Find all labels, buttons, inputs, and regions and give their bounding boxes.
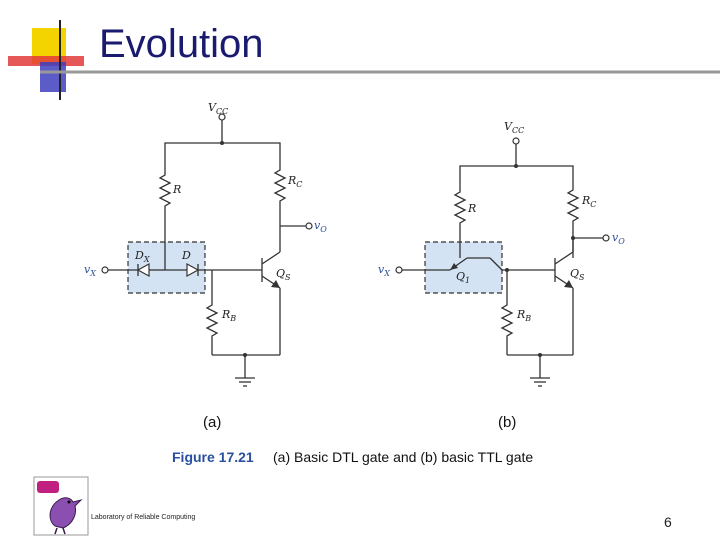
dtl-q-label: QS [276,267,291,282]
figure-caption: (a) Basic DTL gate and (b) basic TTL gat… [273,449,533,465]
ttl-vx-label: vX [378,263,390,278]
dtl-transistor-q [261,226,281,355]
slide-title: Evolution [99,22,264,66]
page-number: 6 [664,514,672,530]
dtl-d1-label: D [181,249,191,262]
ttl-transistor-q1 [449,240,503,271]
dtl-rc-label: RC [287,174,302,189]
dtl-vx-label: vX [84,263,96,278]
ttl-q1-box [424,241,503,294]
ttl-top-junction [514,164,518,168]
dtl-resistor-r [158,165,172,217]
ttl-r-label: R [467,202,476,215]
ttl-ground-icon [530,377,550,387]
dtl-dx-label: DX [134,249,150,264]
dtl-input-terminal [101,266,109,274]
ttl-top-rail [459,165,574,187]
ttl-output-terminal [602,234,610,242]
figure-number: Figure 17.21 [172,449,254,465]
dtl-vo-label: vO [314,219,327,234]
ttl-vcc-label: VCC [504,120,524,135]
ttl-rc-label: RC [581,194,596,209]
dtl-top-junction [220,141,224,145]
footer-lab-name: Laboratory of Reliable Computing [91,514,196,521]
ttl-resistor-rb [500,300,514,355]
dtl-circuit: VCC R RC vO vX DX D [84,101,327,387]
ttl-input-terminal [395,266,403,274]
deco-blue-square [40,62,66,92]
ttl-q-label: QS [570,267,585,282]
deco-red-bar [8,56,84,66]
sublabel-b: (b) [498,414,516,431]
dtl-output-terminal [305,222,313,230]
dtl-diode-dx [136,262,165,278]
title-decoration [8,20,720,100]
dtl-resistor-rc [273,165,287,226]
ttl-vcc-terminal [512,137,520,145]
ttl-resistor-rc [566,185,580,258]
ttl-transistor-q [554,238,574,355]
ttl-circuit: VCC R RC vO vX Q1 [378,120,625,387]
lab-logo-icon [33,476,89,536]
dtl-resistor-rb [205,300,219,355]
dtl-rb-label: RB [221,308,236,323]
dtl-vcc-terminal [218,113,226,121]
dtl-top-rail [164,142,281,165]
ttl-vo-label: vO [612,231,625,246]
sublabel-a: (a) [203,414,221,431]
ttl-resistor-r [453,187,467,240]
ttl-rb-label: RB [516,308,531,323]
dtl-r-label: R [172,183,181,196]
dtl-ground-icon [235,377,255,387]
ttl-q1-label: Q1 [456,270,470,285]
dtl-vcc-label: VCC [208,101,228,116]
